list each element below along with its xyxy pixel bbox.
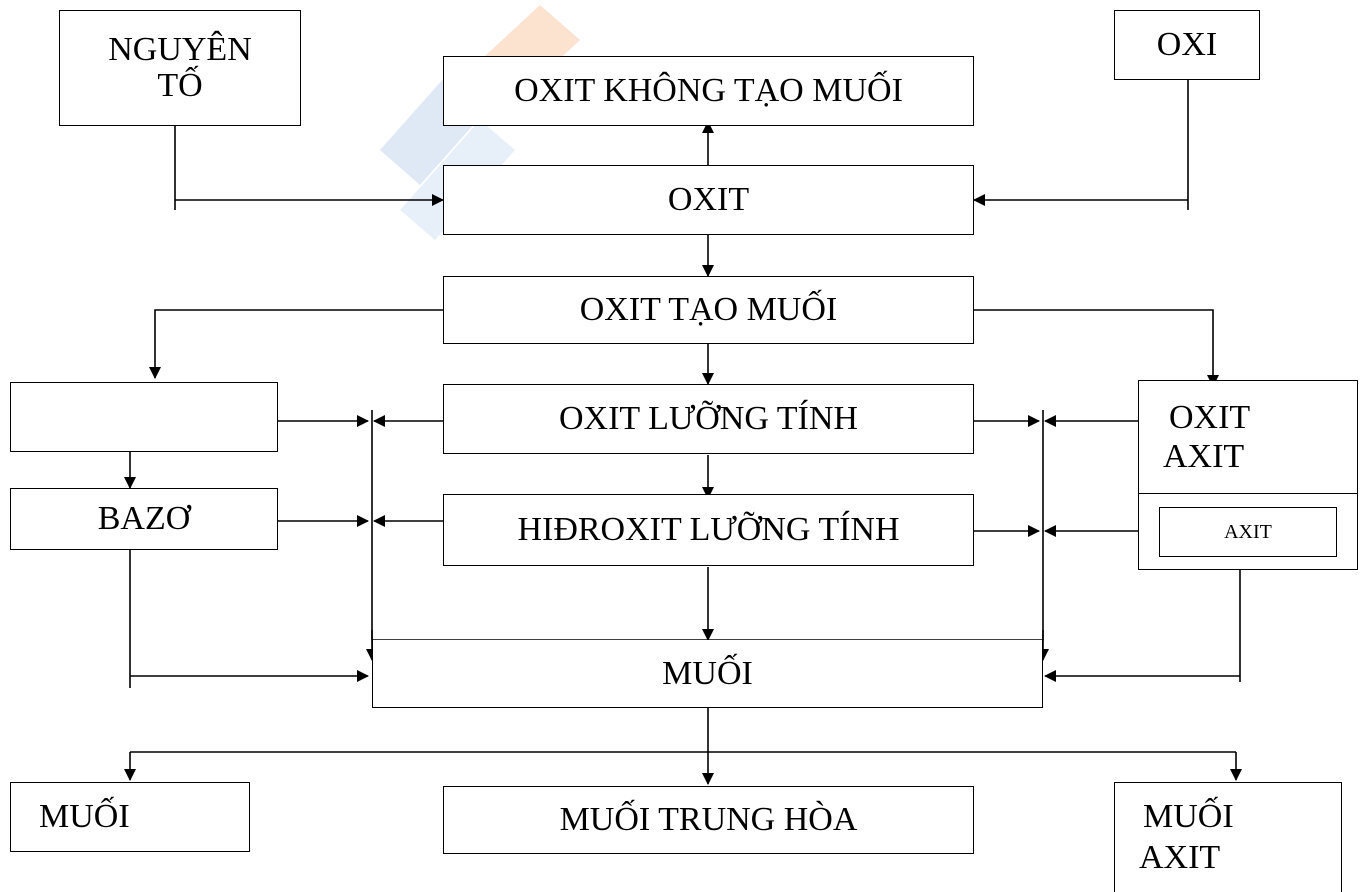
- box-axit: AXIT: [1159, 507, 1337, 557]
- box-oxit-axit: OXIT AXIT: [1139, 381, 1357, 494]
- box-oxit-khong-tao-muoi-label: OXIT KHÔNG TẠO MUỐI: [514, 72, 903, 110]
- box-oxi-label: OXI: [1156, 26, 1218, 64]
- box-oxit-axit-line2: AXIT: [1163, 438, 1245, 475]
- box-nguyen-to-line2: TỐ: [157, 67, 203, 104]
- box-oxit-khong-tao-muoi: OXIT KHÔNG TẠO MUỐI: [443, 56, 974, 126]
- box-muoi-axit-line2: AXIT: [1139, 839, 1221, 876]
- arrow-taomuoi-oxitaxit: [974, 309, 1219, 387]
- box-muoi-left: MUỐI: [10, 782, 250, 852]
- box-hidroxit-luong-tinh: HIĐROXIT LƯỠNG TÍNH: [443, 494, 974, 566]
- box-bazo-label: BAZƠ: [97, 500, 191, 538]
- box-oxit-luong-tinh-label: OXIT LƯỠNG TÍNH: [559, 400, 858, 438]
- box-oxit-axit-line1: OXIT: [1169, 398, 1251, 436]
- box-oxit-tao-muoi-label: OXIT TẠO MUỐI: [579, 291, 838, 329]
- box-muoi-axit-line1: MUỐI: [1143, 798, 1234, 836]
- box-nguyen-to: NGUYÊN TỐ: [59, 10, 301, 126]
- box-muoi-trung-hoa: MUỐI TRUNG HÒA: [443, 786, 974, 854]
- box-muoi-left-label: MUỐI: [39, 798, 130, 836]
- arrow-axit-muoi: [1045, 565, 1241, 682]
- box-muoi-label: MUỐI: [662, 654, 753, 692]
- arrow-oxi-oxit: [974, 80, 1189, 210]
- box-oxit-axit-group: OXIT AXIT AXIT: [1138, 380, 1358, 570]
- box-oxit-tao-muoi: OXIT TẠO MUỐI: [443, 276, 974, 344]
- box-nguyen-to-line1: NGUYÊN: [108, 31, 252, 69]
- box-bazo: BAZƠ: [10, 488, 278, 550]
- box-oxit-label: OXIT: [667, 181, 750, 219]
- box-muoi-trung-hoa-label: MUỐI TRUNG HÒA: [559, 801, 858, 839]
- box-axit-label: AXIT: [1224, 520, 1272, 543]
- arrow-taomuoi-oxitbazo: [149, 309, 443, 379]
- box-oxit-bazo-blank: [10, 382, 278, 452]
- box-oxit: OXIT: [443, 165, 974, 235]
- box-muoi-axit: MUỐI AXIT: [1114, 782, 1342, 892]
- box-hidroxit-luong-tinh-label: HIĐROXIT LƯỠNG TÍNH: [517, 511, 900, 549]
- box-oxit-luong-tinh: OXIT LƯỠNG TÍNH: [443, 384, 974, 454]
- box-oxi: OXI: [1114, 10, 1260, 80]
- arrow-bazo-muoi: [129, 550, 368, 688]
- box-muoi: MUỐI: [372, 640, 1043, 708]
